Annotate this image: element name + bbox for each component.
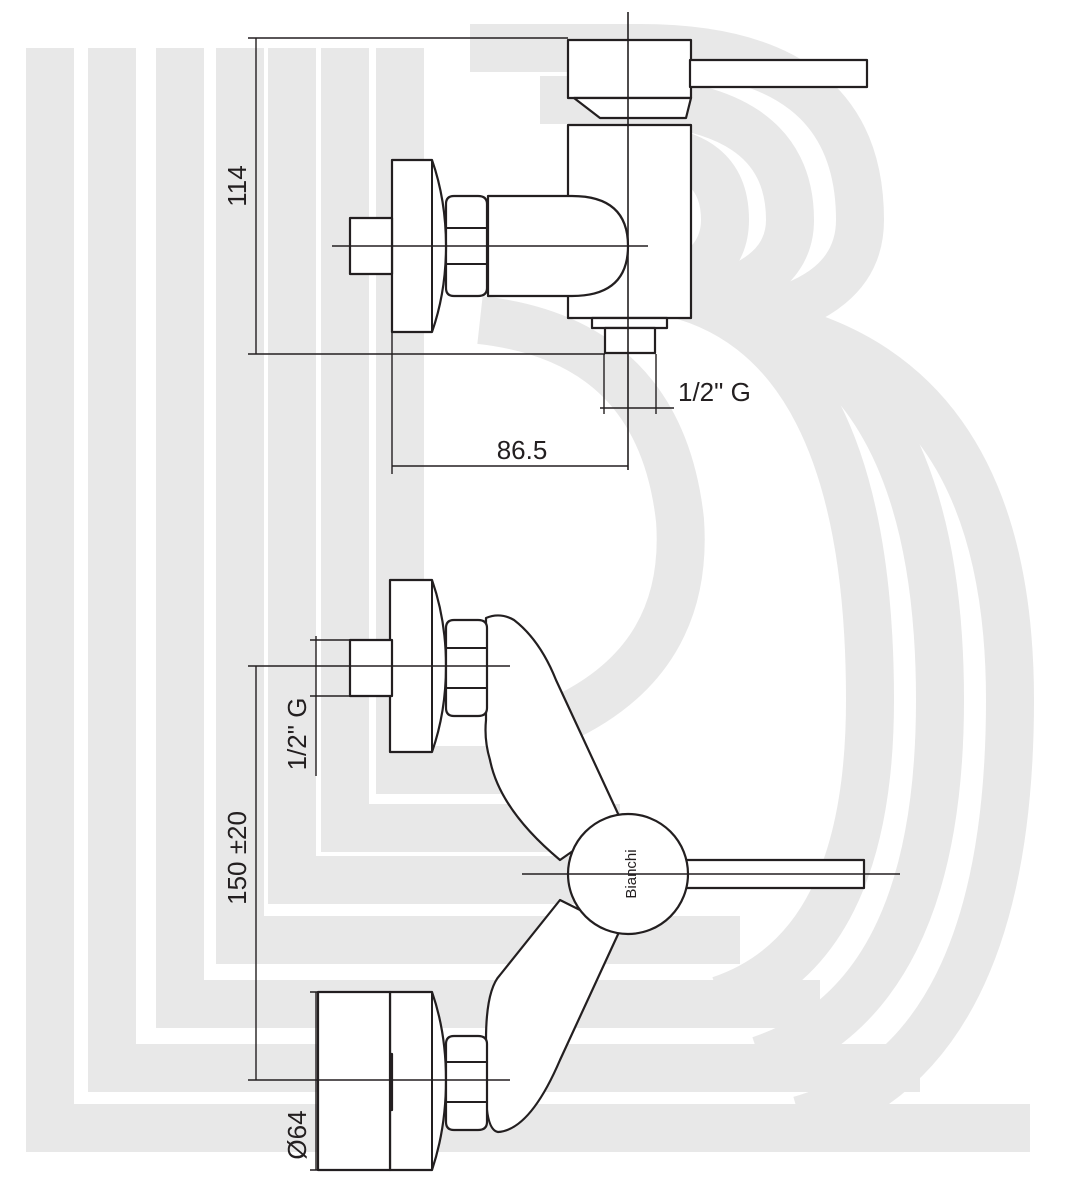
center-distance-dim-label: 150 ±20 <box>222 811 252 905</box>
front-view: Bianchi 150 ±20 1/2" G Ø64 <box>222 578 900 1172</box>
lever-rod <box>688 58 869 89</box>
lower-flange-back <box>316 990 392 1172</box>
depth-dim-label: 86.5 <box>497 435 548 465</box>
diameter-dim-label: Ø64 <box>282 1110 312 1159</box>
mixer-arms <box>484 614 622 862</box>
lever-top-block <box>566 38 693 100</box>
top-view: 114 1/2" G 86.5 <box>222 12 869 474</box>
outlet-pipe <box>603 326 657 355</box>
mixer-arms-lower <box>484 898 622 1134</box>
lower-hex-nut <box>444 1034 489 1132</box>
top-thread-dim-label: 1/2" G <box>678 377 751 407</box>
outlet-ring <box>590 316 669 330</box>
lower-wall-flange <box>388 990 448 1172</box>
upper-hex-nut <box>444 618 489 718</box>
front-thread-dim-label: 1/2" G <box>282 698 312 771</box>
height-dim-label: 114 <box>222 165 252 206</box>
lever-neck <box>572 96 693 120</box>
upper-inlet-nipple <box>348 638 394 698</box>
